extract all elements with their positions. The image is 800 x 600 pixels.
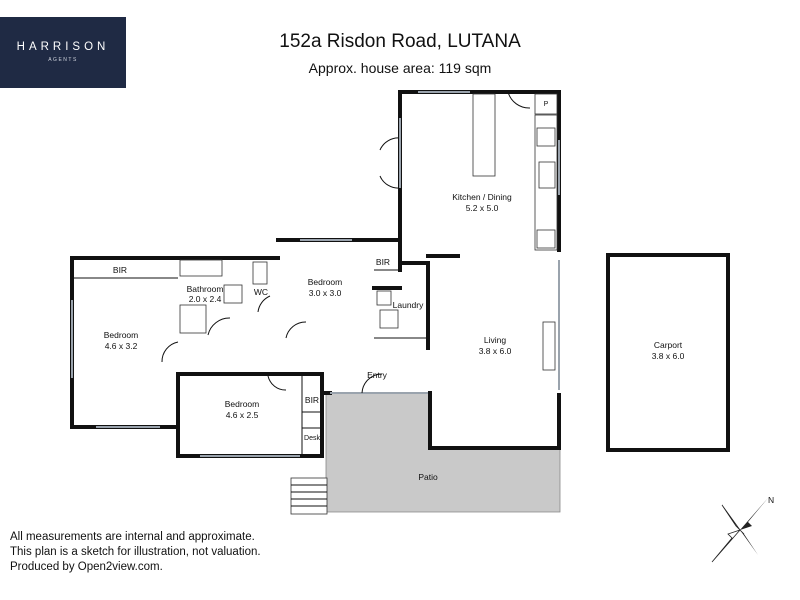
compass-icon: N — [711, 495, 774, 563]
laundry-label: Laundry — [393, 300, 424, 310]
kitchen-size: 5.2 x 5.0 — [466, 203, 499, 213]
fireplace — [542, 321, 556, 371]
compass-north: N — [768, 495, 774, 505]
living-east-wall — [428, 391, 561, 450]
house-area: Approx. house area: 119 sqm — [308, 60, 492, 76]
pantry-label: P — [544, 101, 549, 108]
living-label: Living — [484, 335, 506, 345]
living-size: 3.8 x 6.0 — [479, 346, 512, 356]
kitchen-island — [472, 93, 496, 177]
bedroom-mid-size: 3.0 x 3.0 — [309, 288, 342, 298]
bedroom-left-label: Bedroom — [104, 330, 139, 340]
bir-bottom-label: BIR — [305, 395, 319, 405]
bedroom-left-size: 4.6 x 3.2 — [105, 341, 138, 351]
carport-label: Carport — [654, 340, 683, 350]
entry-label: Entry — [367, 370, 388, 380]
bathtub — [179, 259, 223, 277]
disclaimer-line: All measurements are internal and approx… — [10, 531, 255, 543]
page-title: 152a Risdon Road, LUTANA — [279, 31, 521, 52]
pantry-box — [534, 93, 558, 115]
bedroom-bottom-label: Bedroom — [225, 399, 260, 409]
carport-walls — [606, 253, 730, 452]
bir-mid-label: BIR — [376, 257, 390, 267]
laundry-living-wall — [398, 261, 430, 350]
patio-area — [325, 392, 561, 513]
patio-label: Patio — [418, 472, 438, 482]
wc-label: WC — [254, 287, 268, 297]
logo-name: HARRISON — [16, 41, 110, 53]
toilet — [252, 261, 268, 285]
desk-label: Desk — [304, 435, 320, 442]
bathroom-size: 2.0 x 2.4 — [189, 294, 222, 304]
bedroom-mid-label: Bedroom — [308, 277, 343, 287]
disclaimer: All measurements are internal and approx… — [10, 530, 261, 575]
bathroom-label: Bathroom — [187, 284, 224, 294]
bedroom-bottom-walls — [176, 372, 324, 458]
carport-size: 3.8 x 6.0 — [652, 351, 685, 361]
kitchen-label: Kitchen / Dining — [452, 192, 512, 202]
bir-top-label: BIR — [113, 265, 127, 275]
bedroom-bottom-size: 4.6 x 2.5 — [226, 410, 259, 420]
disclaimer-line: This plan is a sketch for illustration, … — [10, 546, 261, 558]
logo-sub: AGENTS — [48, 57, 78, 63]
disclaimer-line: Produced by Open2view.com. — [10, 561, 163, 573]
agency-logo: HARRISON AGENTS — [0, 17, 126, 88]
shower — [179, 304, 207, 334]
